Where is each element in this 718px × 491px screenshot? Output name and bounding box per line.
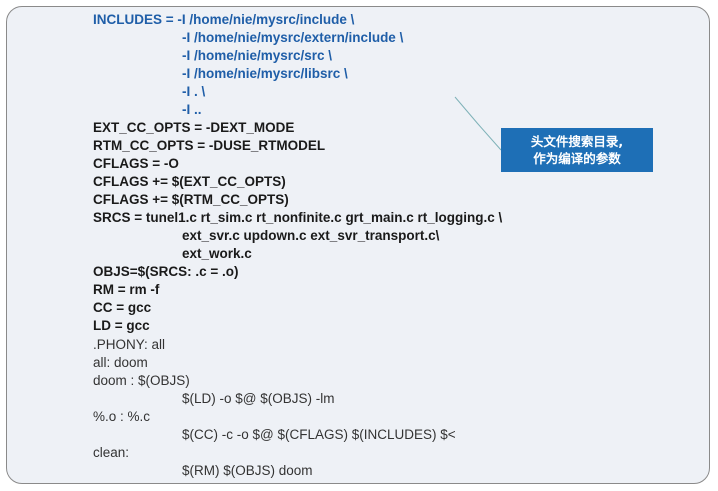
code-line-all: all: doom — [93, 355, 148, 370]
code-line-ld: LD = gcc — [93, 318, 150, 333]
code-line-doom: doom : $(OBJS) — [93, 373, 190, 388]
code-line-cc: CC = gcc — [93, 300, 152, 315]
code-line-include-libsrc: -I /home/nie/mysrc/libsrc \ — [182, 66, 348, 81]
code-line-srcs-cont2: ext_work.c — [182, 246, 252, 261]
code-line-clean-command: $(RM) $(OBJS) doom — [182, 463, 313, 478]
code-line-cflags: CFLAGS = -O — [93, 156, 179, 171]
code-line-include-extern: -I /home/nie/mysrc/extern/include \ — [182, 30, 404, 45]
annotation-callout: 头文件搜索目录, 作为编译的参数 — [501, 128, 653, 172]
code-panel — [6, 6, 710, 484]
code-line-link-command: $(LD) -o $@ $(OBJS) -lm — [182, 391, 335, 406]
code-line-compile-command: $(CC) -c -o $@ $(CFLAGS) $(INCLUDES) $< — [182, 427, 456, 442]
code-line-clean: clean: — [93, 445, 130, 460]
code-line-include-dot: -I . \ — [182, 84, 206, 99]
code-line-cflags-rtm: CFLAGS += $(RTM_CC_OPTS) — [93, 192, 289, 207]
callout-line-1: 头文件搜索目录, — [530, 134, 624, 149]
code-line-ext-cc-opts: EXT_CC_OPTS = -DEXT_MODE — [93, 120, 295, 135]
callout-line-2: 作为编译的参数 — [533, 151, 621, 166]
code-line-include-dotdot: -I .. — [182, 102, 202, 117]
code-line-phony: .PHONY: all — [93, 337, 166, 352]
code-line-include-src: -I /home/nie/mysrc/src \ — [182, 48, 333, 63]
code-line-objs: OBJS=$(SRCS: .c = .o) — [93, 264, 239, 279]
code-line-includes: INCLUDES = -I /home/nie/mysrc/include \ — [93, 12, 355, 27]
code-line-srcs: SRCS = tunel1.c rt_sim.c rt_nonfinite.c … — [93, 210, 503, 225]
code-line-rtm-cc-opts: RTM_CC_OPTS = -DUSE_RTMODEL — [93, 138, 326, 153]
code-line-rm: RM = rm -f — [93, 282, 160, 297]
code-line-srcs-cont1: ext_svr.c updown.c ext_svr_transport.c\ — [182, 228, 440, 243]
code-line-cflags-ext: CFLAGS += $(EXT_CC_OPTS) — [93, 174, 286, 189]
code-line-pattern-rule: %.o : %.c — [93, 409, 151, 424]
